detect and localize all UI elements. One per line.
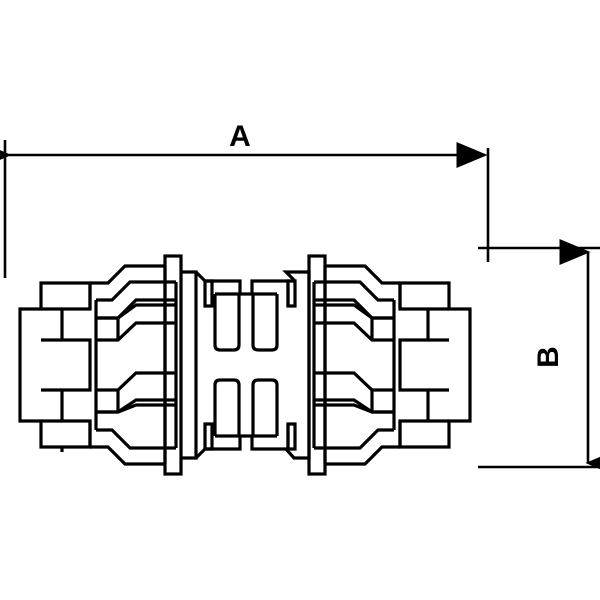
dimension-a-label: A <box>229 120 251 153</box>
left-ring-flange <box>163 254 183 476</box>
right-body <box>312 266 396 464</box>
dimension-b <box>478 239 600 476</box>
center-left-rib <box>203 279 214 308</box>
left-shoulder <box>88 264 176 466</box>
center-slot-lower-right <box>251 378 279 436</box>
center-barrel <box>203 279 297 451</box>
right-retaining-ring <box>282 254 327 476</box>
left-band-line-4b <box>96 403 176 414</box>
left-chamfer-bottom-outer <box>90 445 165 466</box>
left-band-line-1b <box>96 303 176 320</box>
right-shoulder <box>314 264 402 466</box>
right-band-line-1b <box>314 303 394 320</box>
left-band-line-3 <box>96 371 176 392</box>
right-end-cap <box>398 281 472 449</box>
left-ring-inner-face <box>181 270 198 460</box>
left-band-line-2 <box>96 321 176 342</box>
center-left-rib-b <box>203 422 214 451</box>
dimension-a <box>0 140 490 278</box>
dimension-b-label: B <box>532 346 565 368</box>
center-slot-upper-right <box>251 294 279 352</box>
left-retaining-ring <box>163 254 207 476</box>
right-chamfer-bottom-outer <box>325 445 400 466</box>
part-geometry <box>18 254 472 476</box>
right-chamfer-top-outer <box>325 264 400 285</box>
right-ring-flange <box>307 254 327 476</box>
right-band-line-4b <box>314 403 394 414</box>
right-cap-outline <box>398 281 472 449</box>
center-slot-lower-left <box>213 378 241 436</box>
left-chamfer-bottom-inner <box>96 428 176 450</box>
right-chamfer-bottom-inner <box>314 428 394 450</box>
right-band-line-2 <box>314 321 394 342</box>
right-chamfer-top-inner <box>314 280 394 302</box>
center-right-rib <box>286 279 297 308</box>
left-end-cap <box>18 281 92 452</box>
center-slot-upper-left <box>213 294 241 352</box>
center-right-rib-b <box>286 422 297 451</box>
left-chamfer-top-outer <box>90 264 165 285</box>
right-band-line-3 <box>314 371 394 392</box>
left-chamfer-top-inner <box>96 280 176 302</box>
